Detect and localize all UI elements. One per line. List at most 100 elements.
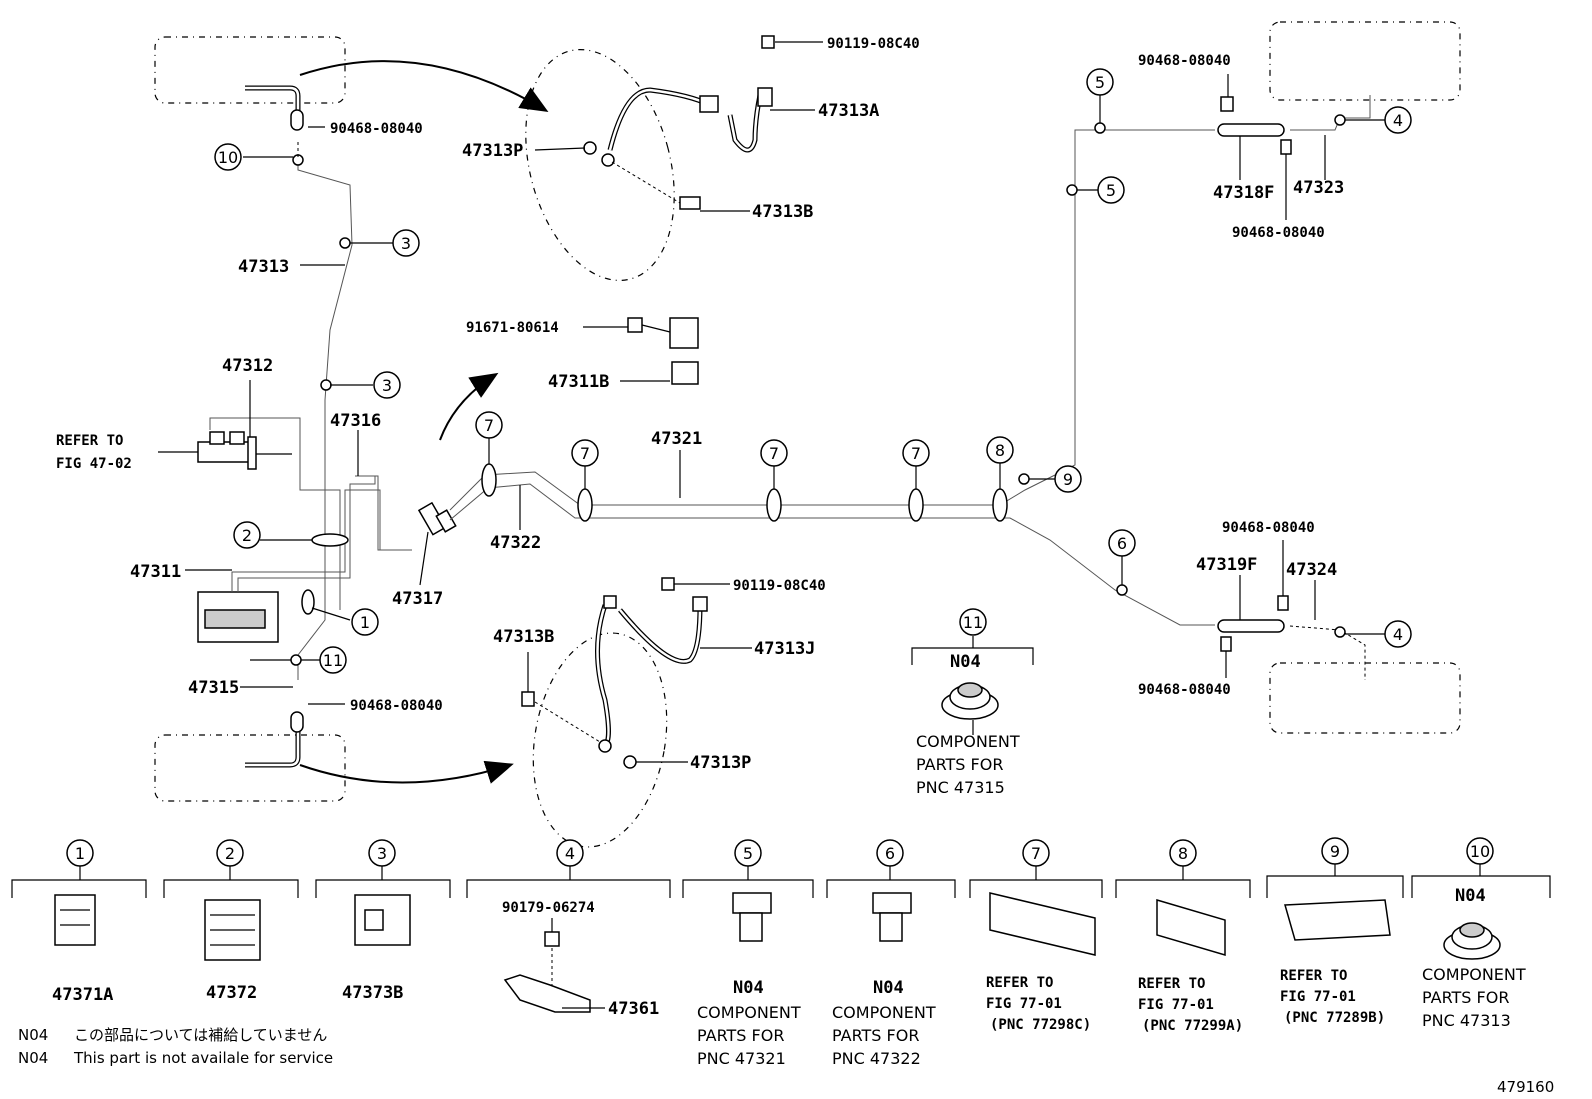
legend [11, 864, 1551, 1013]
front-hose-assembly-top [525, 35, 775, 282]
legend-bubble-8: 8 [1169, 839, 1197, 867]
label-47313: 47313 [238, 257, 289, 277]
label-n04-mid: N04 [950, 652, 981, 672]
legend-bubble-5: 5 [734, 839, 762, 867]
label-47315: 47315 [188, 678, 239, 698]
label-n04-mid-3: PNC 47315 [916, 778, 1005, 797]
bubble-4-b: 4 [1384, 620, 1412, 648]
svg-text:10: 10 [1470, 842, 1490, 861]
part-labels: 90119-08C40 47313A 47313P 47313B 90468-0… [56, 36, 1344, 797]
bubble-7-b: 7 [571, 439, 599, 467]
footnotes: N04 この部品については補給していません N04 This part is n… [18, 1026, 1554, 1096]
detail-box-bottom-left [154, 711, 346, 802]
legend-8-l2: FIG 77-01 [1138, 997, 1214, 1013]
label-47313P-bottom: 47313P [690, 753, 751, 773]
legend-5-part: N04 [733, 978, 764, 998]
legend-8-l1: REFER TO [1138, 976, 1205, 992]
svg-text:7: 7 [1031, 844, 1041, 863]
arrow-to-front-hose [299, 60, 549, 113]
label-refer-47-02-b: FIG 47-02 [56, 456, 132, 472]
svg-text:9: 9 [1063, 470, 1073, 489]
label-90119-08C40-top: 90119-08C40 [827, 36, 920, 52]
svg-text:4: 4 [1393, 111, 1403, 130]
legend-9-l2: FIG 77-01 [1280, 989, 1356, 1005]
legend-bubble-2: 2 [216, 839, 244, 867]
legend-5-l3: PNC 47321 [697, 1049, 786, 1068]
bubble-8: 8 [986, 436, 1014, 464]
svg-text:7: 7 [580, 444, 590, 463]
label-90468-08040-lt: 90468-08040 [330, 121, 423, 137]
svg-text:2: 2 [242, 526, 252, 545]
legend-5-l2: PARTS FOR [697, 1026, 784, 1045]
bubbles: 10 3 3 2 1 11 7 7 7 7 8 9 5 5 4 6 4 11 1… [66, 68, 1494, 867]
front-hose-assembly-bottom [521, 577, 708, 848]
svg-text:5: 5 [743, 844, 753, 863]
arrow-to-rear-hose [299, 760, 514, 784]
legend-7-l2: FIG 77-01 [986, 996, 1062, 1012]
legend-4-part: 47361 [608, 999, 659, 1019]
label-refer-47-02-a: REFER TO [56, 433, 123, 449]
leader-lines [158, 41, 1385, 1009]
bubble-1: 1 [351, 608, 379, 636]
legend-5-l1: COMPONENT [697, 1003, 801, 1022]
figure-number: 479160 [1497, 1078, 1554, 1096]
legend-9-l1: REFER TO [1280, 968, 1347, 984]
master-cylinder-47312 [197, 417, 341, 610]
label-47322: 47322 [490, 533, 541, 553]
label-90119-08C40-bottom: 90119-08C40 [733, 578, 826, 594]
label-91671-80614: 91671-80614 [466, 320, 559, 336]
bubble-7-a: 7 [475, 411, 503, 439]
bracket-47311B [627, 317, 699, 385]
legend-bubble-9: 9 [1321, 837, 1349, 865]
brake-actuator-47311 [197, 475, 412, 643]
svg-text:5: 5 [1095, 73, 1105, 92]
label-47313B-bottom: 47313B [493, 627, 554, 647]
svg-text:4: 4 [1393, 625, 1403, 644]
bubble-4-a: 4 [1384, 106, 1412, 134]
bubble-3-b: 3 [373, 371, 401, 399]
svg-text:1: 1 [360, 613, 370, 632]
legend-10-l2: PARTS FOR [1422, 988, 1509, 1007]
label-47319F: 47319F [1196, 555, 1257, 575]
legend-9-l3: (PNC 77289B) [1284, 1010, 1385, 1026]
label-47313P-top: 47313P [462, 141, 523, 161]
label-47313J: 47313J [754, 639, 815, 659]
legend-bubble-6: 6 [876, 839, 904, 867]
label-47317: 47317 [392, 589, 443, 609]
note-2-text: This part is not availale for service [73, 1049, 333, 1067]
pipe-47313 [297, 160, 353, 680]
svg-text:11: 11 [323, 651, 343, 670]
legend-2-part: 47372 [206, 983, 257, 1003]
bubble-6: 6 [1108, 529, 1136, 557]
legend-7-l3: (PNC 77298C) [990, 1017, 1091, 1033]
legend-8-l3: (PNC 77299A) [1142, 1018, 1243, 1034]
svg-text:7: 7 [911, 444, 921, 463]
bubble-3-a: 3 [392, 229, 420, 257]
joint-47317 [417, 501, 457, 536]
note-1-code: N04 [18, 1026, 48, 1044]
label-47311B: 47311B [548, 372, 609, 392]
label-47311: 47311 [130, 562, 181, 582]
label-n04-mid-2: PARTS FOR [916, 755, 1003, 774]
legend-bubble-3: 3 [368, 839, 396, 867]
detail-box-top-right [1269, 21, 1461, 101]
legend-4-sub: 90179-06274 [502, 900, 595, 916]
bubble-7-c: 7 [760, 439, 788, 467]
label-n04-mid-1: COMPONENT [916, 732, 1020, 751]
bubble-7-d: 7 [902, 439, 930, 467]
bubble-5-a: 5 [1086, 68, 1114, 96]
label-47321: 47321 [651, 429, 702, 449]
svg-text:6: 6 [885, 844, 895, 863]
label-90468-08040-r2: 90468-08040 [1232, 225, 1325, 241]
bubble-10-top: 10 [214, 143, 242, 171]
label-47318F: 47318F [1213, 183, 1274, 203]
detail-box-bottom-right [1269, 662, 1461, 734]
legend-6-l1: COMPONENT [832, 1003, 936, 1022]
svg-text:5: 5 [1106, 181, 1116, 200]
label-47316: 47316 [330, 411, 381, 431]
svg-text:9: 9 [1330, 842, 1340, 861]
legend-6-l3: PNC 47322 [832, 1049, 921, 1068]
svg-text:3: 3 [382, 376, 392, 395]
legend-bubble-4: 4 [556, 839, 584, 867]
